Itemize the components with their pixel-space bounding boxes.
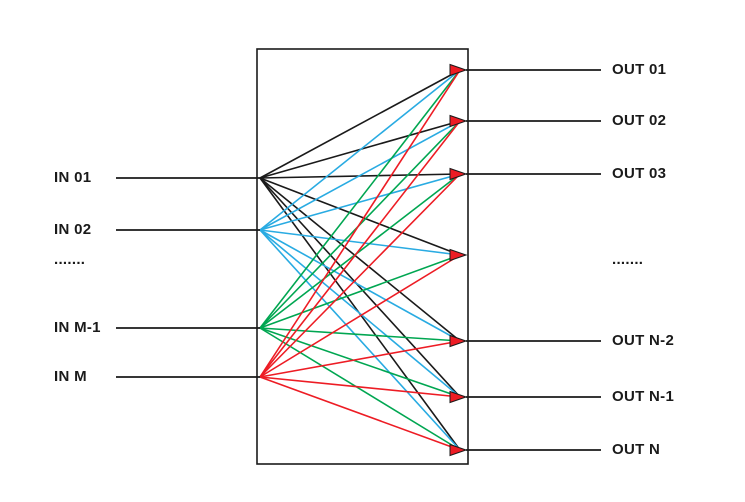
connection-line (259, 254, 461, 378)
arrowhead-icon (449, 114, 468, 128)
connection-line (259, 173, 461, 378)
input-label-in-m1: IN M-1 (54, 319, 101, 336)
input-label-in-m: IN M (54, 368, 87, 385)
output-label-out-02: OUT 02 (612, 112, 667, 129)
connection-line (259, 177, 461, 398)
input-label-in-01: IN 01 (54, 169, 92, 186)
arrowhead-icon (449, 334, 468, 348)
connection-line (259, 340, 461, 378)
output-label-out-03: OUT 03 (612, 165, 667, 182)
connection-line (259, 229, 461, 398)
connection-line (259, 254, 461, 329)
input-ellipsis: ....... (54, 251, 86, 268)
connection-line (259, 229, 461, 256)
connection-line (259, 327, 461, 451)
connection-line (259, 69, 461, 179)
output-label-out-n1: OUT N-1 (612, 388, 675, 405)
connection-line (259, 177, 461, 342)
connection-line (259, 376, 461, 398)
switch-box (256, 48, 469, 465)
connection-line (259, 229, 461, 451)
connection-line (259, 177, 461, 256)
output-label-out-01: OUT 01 (612, 61, 667, 78)
connection-line (259, 120, 461, 231)
connection-line (259, 69, 461, 329)
output-label-out-n: OUT N (612, 441, 661, 458)
connection-line (259, 229, 461, 342)
connection-line (259, 69, 461, 231)
connection-line (259, 173, 461, 231)
connection-line (259, 173, 461, 329)
output-label-out-n2: OUT N-2 (612, 332, 675, 349)
arrowhead-icon (449, 390, 468, 404)
input-label-in-02: IN 02 (54, 221, 92, 238)
connection-line (259, 120, 461, 378)
output-ellipsis: ....... (612, 251, 644, 268)
arrowhead-icon (449, 248, 468, 262)
arrowhead-icon (449, 443, 468, 457)
arrowhead-icon (449, 63, 468, 77)
connection-line (259, 327, 461, 398)
connection-line (259, 69, 461, 378)
arrowhead-icon (449, 167, 468, 181)
connection-line (259, 327, 461, 342)
connection-line (259, 376, 461, 451)
